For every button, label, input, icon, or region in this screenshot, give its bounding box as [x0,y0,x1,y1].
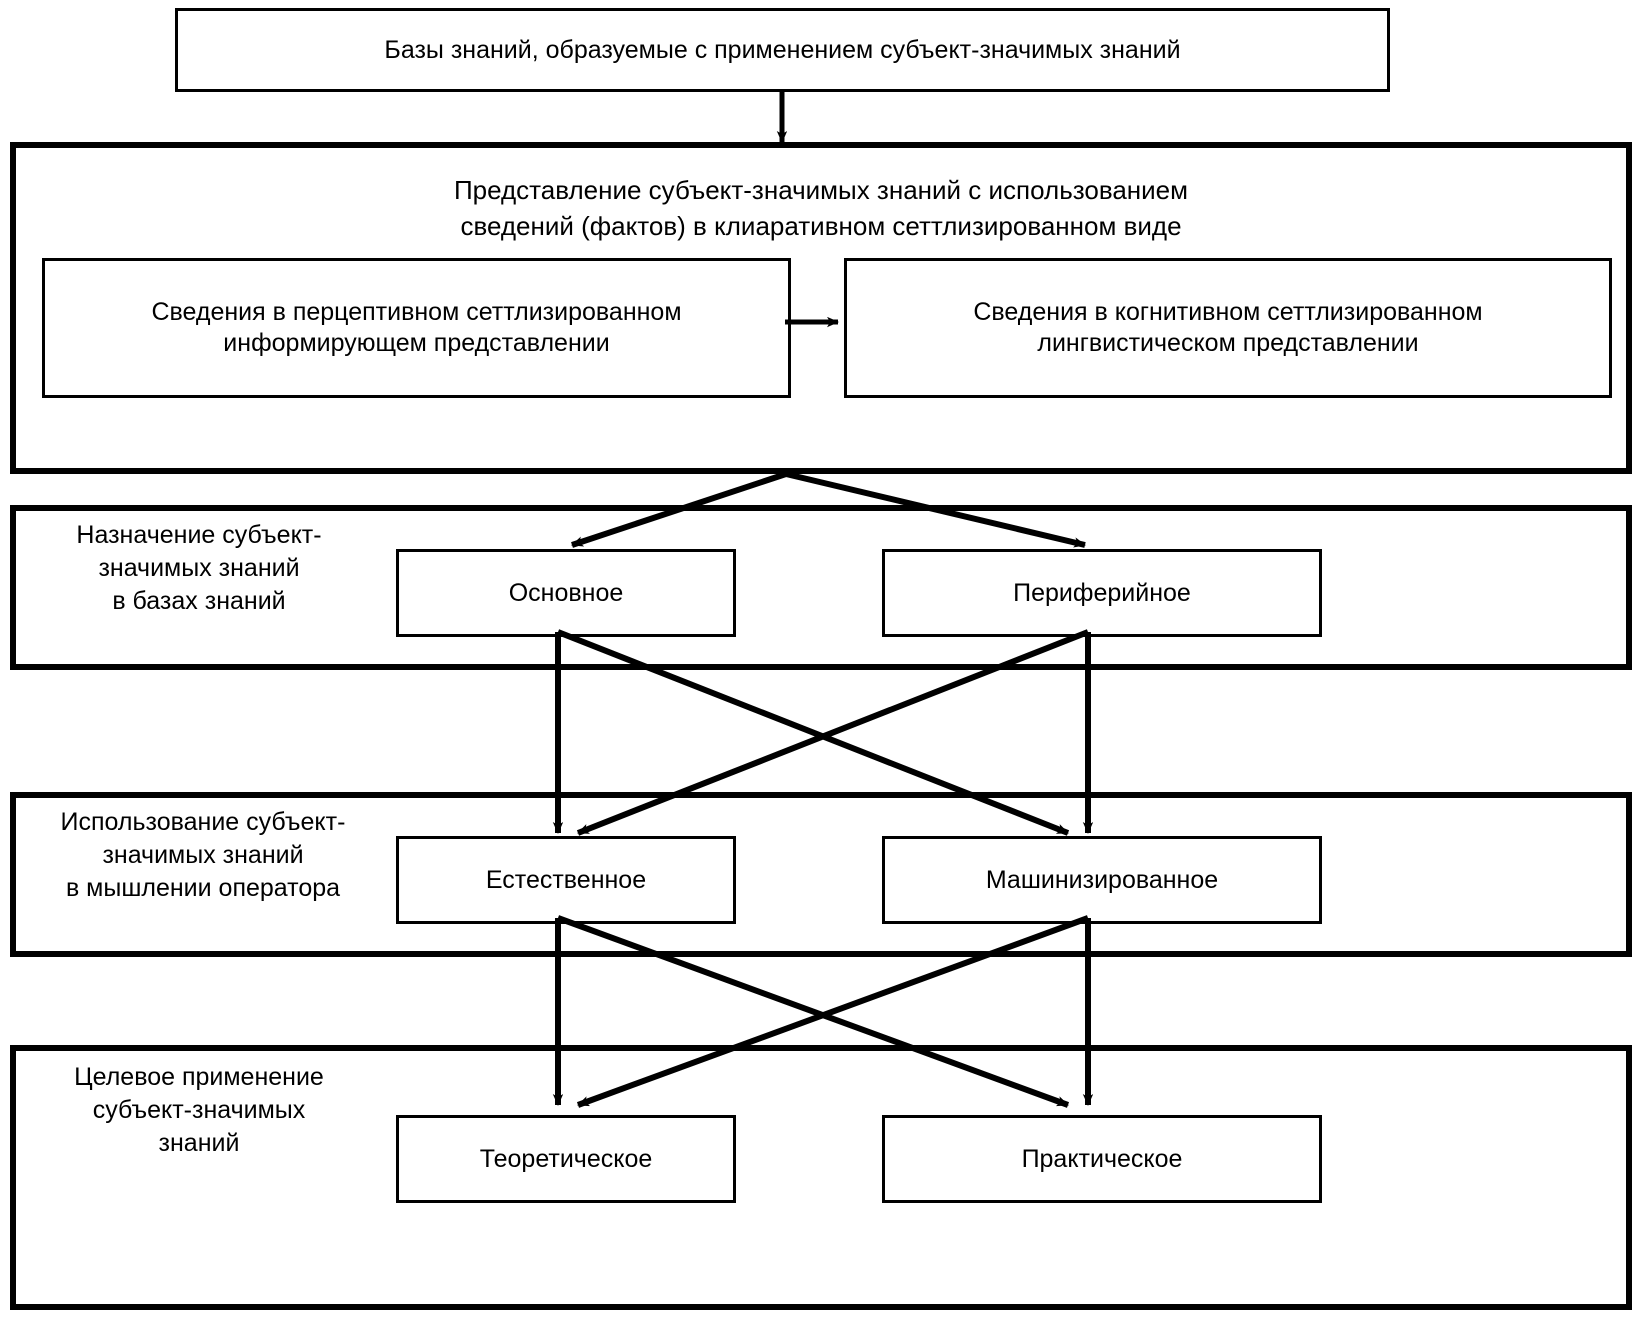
title-box-label: Базы знаний, образуемые с применением су… [384,35,1181,64]
cognitive-facts-box: Сведения в когнитивном сеттлизированном … [844,258,1612,398]
arrow-natural-to-practical [556,915,1070,1108]
purpose-theoretical-box: Теоретическое [396,1115,736,1203]
cognitive-facts-label: Сведения в когнитивном сеттлизированном … [973,298,1483,357]
representation-container: Представление субъект-значимых знаний с … [10,142,1632,474]
representation-header: Представление субъект-значимых знаний с … [453,175,1189,241]
purpose-practical-box: Практическое [882,1115,1322,1203]
section-purpose-container: Целевое применение субъект-значимых знан… [10,1045,1632,1310]
usage-machine-box: Машинизированное [882,836,1322,924]
purpose-theoretical-label: Теоретическое [479,1144,653,1173]
section-assignment-container: Назначение субъект- значимых знаний в ба… [10,505,1632,670]
assignment-peripheral-label: Периферийное [1013,578,1191,607]
assignment-primary-box: Основное [396,549,736,637]
section-usage-container: Использование субъект- значимых знаний в… [10,792,1632,957]
usage-natural-box: Естественное [396,836,736,924]
usage-machine-label: Машинизированное [985,865,1219,894]
section-purpose-caption: Целевое применение субъект-значимых знан… [74,1063,324,1157]
usage-natural-label: Естественное [485,865,647,894]
section-usage-caption: Использование субъект- значимых знаний в… [60,808,346,902]
title-box: Базы знаний, образуемые с применением су… [175,8,1390,92]
purpose-practical-label: Практическое [1021,1144,1183,1173]
assignment-peripheral-box: Периферийное [882,549,1322,637]
section-assignment-caption: Назначение субъект- значимых знаний в ба… [76,521,322,615]
perceptive-facts-box: Сведения в перцептивном сеттлизированном… [42,258,791,398]
perceptive-facts-label: Сведения в перцептивном сеттлизированном… [151,298,682,357]
arrow-machine-to-theoretical [576,915,1090,1108]
assignment-primary-label: Основное [508,578,624,607]
